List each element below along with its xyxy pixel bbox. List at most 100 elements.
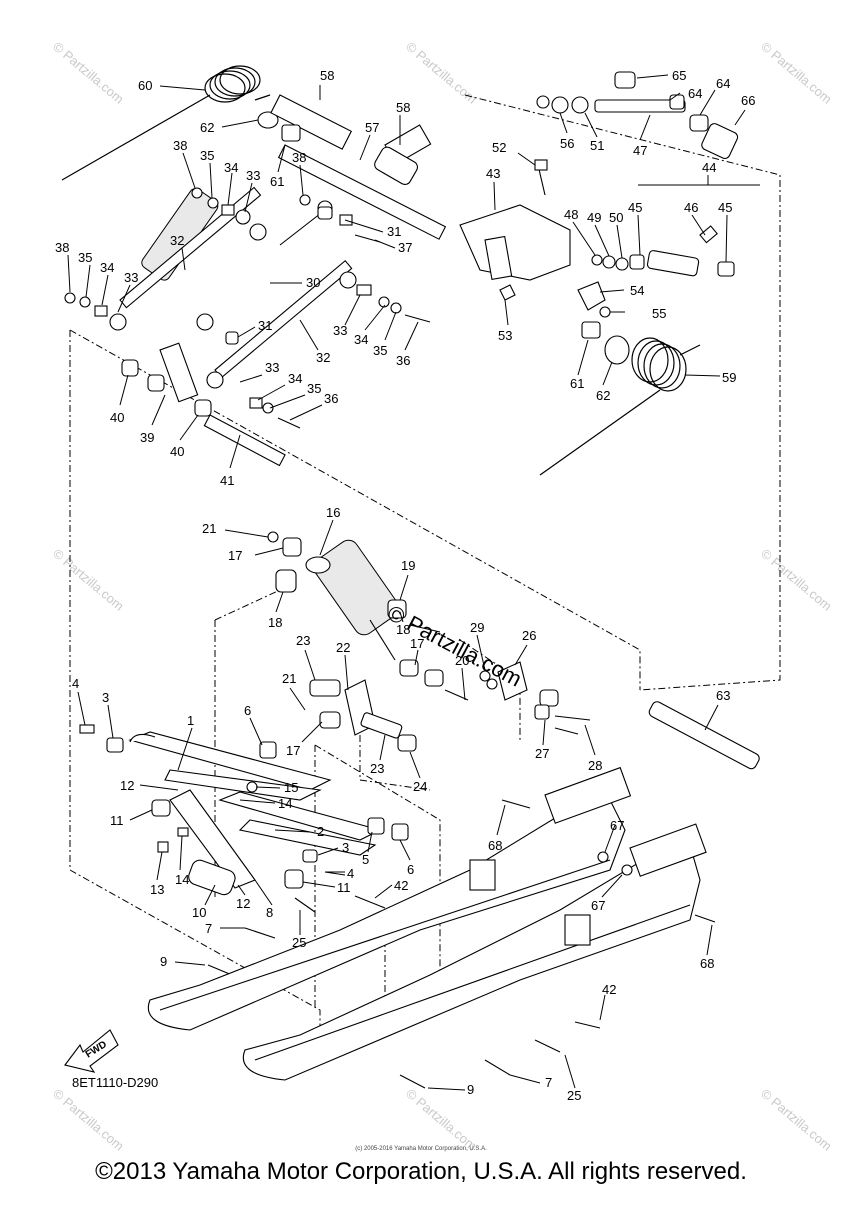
callout-1: 1 xyxy=(187,713,194,728)
bushing-61 xyxy=(281,124,301,142)
callout-35c: 35 xyxy=(373,343,387,358)
callout-51: 51 xyxy=(590,138,604,153)
callout-46: 46 xyxy=(684,200,698,215)
callout-61b: 61 xyxy=(570,376,584,391)
tube-58 xyxy=(374,146,418,186)
rocker-arm-22 xyxy=(309,679,417,752)
torsion-spring-60 xyxy=(61,65,271,181)
callout-6a: 6 xyxy=(244,703,251,718)
callout-18b: 18 xyxy=(396,622,410,637)
callout-6b: 6 xyxy=(407,862,414,877)
torsion-spring-59 xyxy=(539,337,701,476)
bolt-9 xyxy=(207,964,233,976)
callout-11b: 11 xyxy=(337,880,351,895)
callout-13: 13 xyxy=(150,882,164,897)
callout-62a: 62 xyxy=(200,120,214,135)
callout-20: 20 xyxy=(455,653,469,668)
callout-67b: 67 xyxy=(591,898,605,913)
callout-59: 59 xyxy=(722,370,736,385)
callout-34c: 34 xyxy=(354,332,368,347)
callout-11a: 11 xyxy=(110,813,124,828)
callout-25a: 25 xyxy=(292,935,306,950)
callout-23b: 23 xyxy=(370,761,384,776)
callout-34d: 34 xyxy=(288,371,302,386)
callout-38b: 38 xyxy=(292,150,306,165)
watermark-6: © Partzilla.com xyxy=(50,1086,127,1154)
callout-45b: 45 xyxy=(718,200,732,215)
pivot-bracket-43 xyxy=(459,159,571,301)
callout-33b: 33 xyxy=(124,270,138,285)
bolt-7b xyxy=(484,1059,511,1076)
callout-34a: 34 xyxy=(224,160,238,175)
cap-54-55 xyxy=(577,281,611,318)
forward-arrow-icon: FWD xyxy=(64,1029,119,1073)
washer-14 xyxy=(177,827,189,837)
bushing-6 xyxy=(259,741,277,759)
collars-48-50 xyxy=(591,254,645,271)
callout-48: 48 xyxy=(564,207,578,222)
callout-25b: 25 xyxy=(567,1088,581,1103)
callout-9a: 9 xyxy=(160,954,167,969)
callout-68b: 68 xyxy=(700,956,714,971)
callout-52: 52 xyxy=(492,140,506,155)
pin-assembly-44 xyxy=(646,225,735,277)
callout-9b: 9 xyxy=(467,1082,474,1097)
callout-21b: 21 xyxy=(282,671,296,686)
bushing-18 xyxy=(275,569,297,593)
callout-38c: 38 xyxy=(55,240,69,255)
callout-37: 37 xyxy=(398,240,412,255)
callout-45a: 45 xyxy=(628,200,642,215)
callout-2: 2 xyxy=(317,824,324,839)
callout-61a: 61 xyxy=(270,174,284,189)
callout-15: 15 xyxy=(284,780,298,795)
callout-41: 41 xyxy=(220,473,234,488)
callout-16: 16 xyxy=(326,505,340,520)
callout-28: 28 xyxy=(588,758,602,773)
callout-24: 24 xyxy=(413,779,427,794)
callout-56: 56 xyxy=(560,136,574,151)
callout-5: 5 xyxy=(362,852,369,867)
rear-shock-group xyxy=(267,531,760,770)
callout-3a: 3 xyxy=(102,690,109,705)
front-arm-1 xyxy=(128,731,332,801)
callout-57: 57 xyxy=(365,120,379,135)
callout-36b: 36 xyxy=(324,391,338,406)
callout-4b: 4 xyxy=(347,866,354,881)
bushing-6b xyxy=(391,823,409,841)
bolt-25b xyxy=(534,1039,561,1053)
arm-2 xyxy=(218,791,382,856)
watermark-1: © Partzilla.com xyxy=(50,39,127,107)
callout-7a: 7 xyxy=(205,921,212,936)
bolt-25 xyxy=(294,897,316,913)
bolt-68b xyxy=(694,914,716,923)
bushing-18b xyxy=(387,599,407,619)
callout-42a: 42 xyxy=(394,878,408,893)
watermark-4: © Partzilla.com xyxy=(50,546,127,614)
callout-35a: 35 xyxy=(200,148,214,163)
slide-rail-left xyxy=(147,766,632,1031)
watermark-3: © Partzilla.com xyxy=(758,39,835,107)
bolt-9b xyxy=(399,1074,426,1089)
callout-33c: 33 xyxy=(333,323,347,338)
bracket-39-and-shaft-41 xyxy=(121,342,286,467)
collar-10 xyxy=(188,859,236,896)
callout-42b: 42 xyxy=(602,982,616,997)
watermark-5: © Partzilla.com xyxy=(758,546,835,614)
callout-38a: 38 xyxy=(173,138,187,153)
callout-21a: 21 xyxy=(202,521,216,536)
callout-32a: 32 xyxy=(170,233,184,248)
rocker-arm-26 xyxy=(479,661,591,735)
callout-44: 44 xyxy=(702,160,716,175)
callout-49: 49 xyxy=(587,210,601,225)
callout-43: 43 xyxy=(486,166,500,181)
washer-15 xyxy=(246,781,258,793)
collar-62b xyxy=(604,335,630,365)
callout-39: 39 xyxy=(140,430,154,445)
callout-60: 60 xyxy=(138,78,152,93)
callout-10: 10 xyxy=(192,905,206,920)
bolt-42b xyxy=(574,1021,601,1029)
callout-32b: 32 xyxy=(316,350,330,365)
callout-36a: 36 xyxy=(396,353,410,368)
callout-17c: 17 xyxy=(286,743,300,758)
callout-34b: 34 xyxy=(100,260,114,275)
